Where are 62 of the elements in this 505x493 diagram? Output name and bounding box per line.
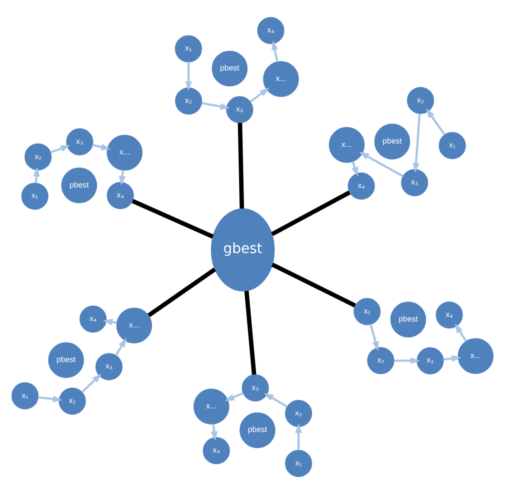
node-circle: x₁ (21, 182, 48, 210)
node-circle: x₄ (257, 16, 284, 44)
node-circle: x₃ (95, 352, 123, 380)
node-circle: x... (458, 338, 494, 374)
connector (271, 190, 351, 236)
node-circle: x₃ (66, 128, 94, 155)
arrow (394, 356, 420, 364)
node-circle: pbest (240, 412, 276, 448)
node-circle: x₁ (438, 132, 466, 159)
arrow (114, 337, 127, 356)
arrow (81, 373, 102, 392)
node-circle: x₃ (226, 96, 254, 123)
node-circle: x₂ (175, 86, 202, 114)
connector (238, 122, 244, 208)
node-circle: pbest (374, 123, 410, 159)
arrow (426, 108, 446, 135)
arrow (272, 40, 278, 62)
arrow (250, 87, 270, 102)
arrow (185, 61, 192, 90)
node-circle: x₄ (202, 436, 230, 464)
arrow (264, 392, 288, 408)
node-circle: x₃ (416, 346, 444, 374)
node-circle: x₂ (24, 142, 52, 170)
node-circle: pbest (61, 166, 98, 203)
node-circle: x₃ (401, 168, 428, 196)
node-circle: x₁ (354, 298, 381, 325)
node-circle: x₃ (242, 374, 269, 401)
node-circle: x₁ (174, 34, 202, 62)
arrow (370, 323, 379, 351)
node-circle: x... (106, 134, 143, 170)
node-circle: x₂ (58, 387, 86, 414)
arrow (454, 322, 468, 342)
arrow (224, 392, 244, 400)
node-circle: pbest (48, 342, 84, 378)
arrow (92, 143, 111, 150)
node-circle: x₂ (285, 399, 312, 426)
node-circle: pbest (212, 50, 248, 86)
node-circle: x... (116, 307, 152, 343)
node-circle: x₂ (407, 86, 434, 114)
node-circle: x₄ (106, 182, 134, 209)
connector (244, 290, 256, 374)
arrow (50, 144, 70, 153)
connector (271, 262, 356, 308)
node-circle: x₁ (11, 382, 39, 409)
node-circle: x₄ (348, 172, 375, 200)
connector (147, 267, 216, 317)
node-ellipse: gbest (210, 208, 275, 291)
node-circle: x₄ (436, 300, 463, 328)
connector (132, 198, 214, 238)
node-circle: pbest (390, 301, 426, 337)
node-circle: x₂ (367, 346, 394, 374)
arrow (412, 113, 421, 172)
arrow (202, 102, 230, 110)
node-circle: x₁ (285, 449, 312, 476)
node-circle: x... (194, 388, 230, 424)
node-circle: x... (328, 126, 365, 162)
arrow (443, 354, 462, 362)
node-circle: x₄ (80, 305, 107, 332)
arrow (295, 422, 302, 450)
arrow (38, 395, 62, 402)
arrow (359, 151, 404, 177)
node-circle: x... (263, 60, 299, 96)
